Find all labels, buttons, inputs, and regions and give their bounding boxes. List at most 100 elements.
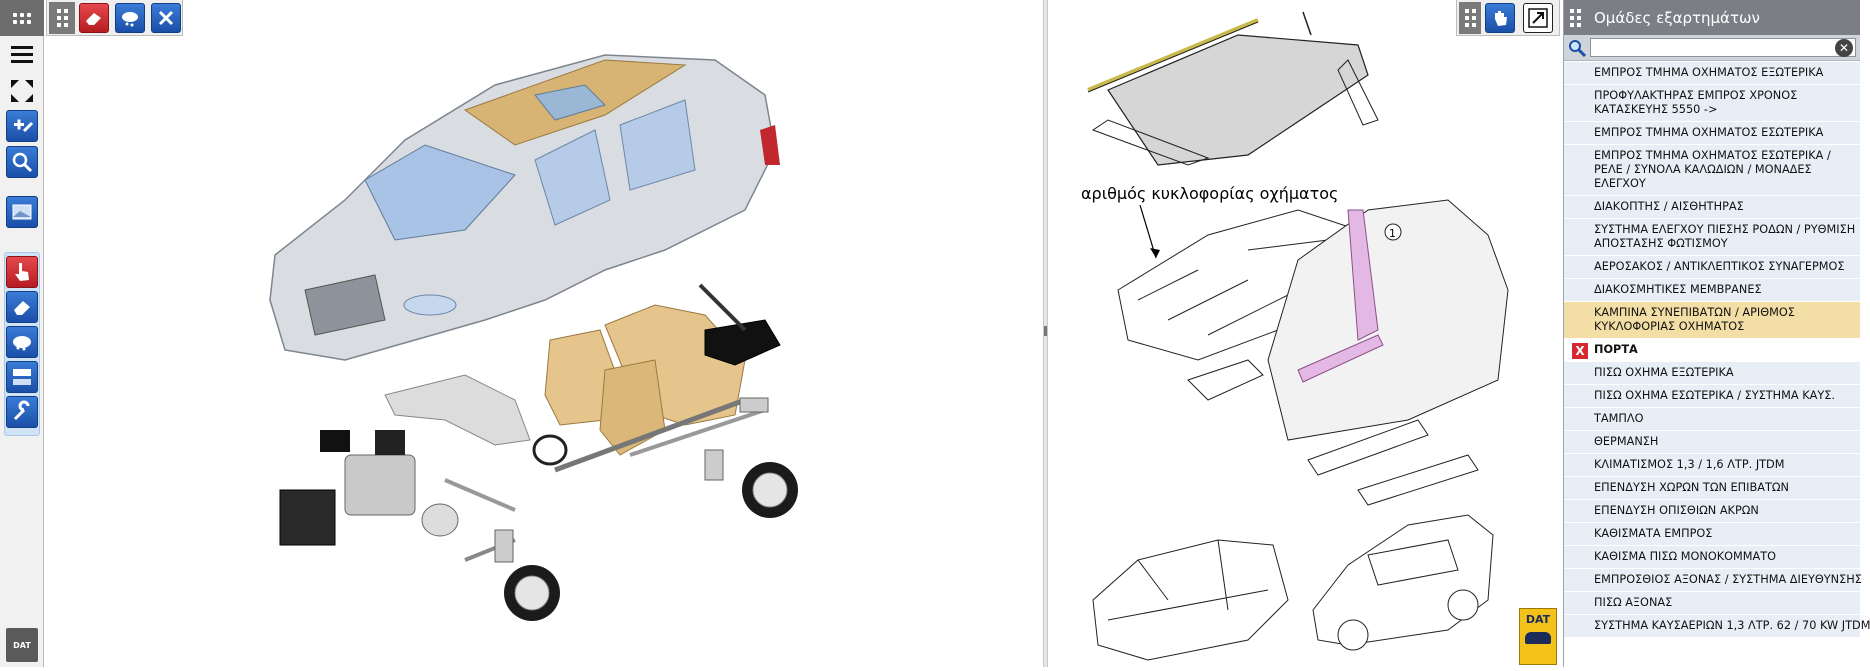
- list-item-label: ΣΥΣΤΗΜΑ ΚΑΥΣΑΕΡΙΩΝ 1,3 ΛΤΡ. 62 / 70 KW J…: [1594, 619, 1870, 632]
- expand-icon: [1528, 8, 1548, 28]
- magnifier-button[interactable]: [6, 146, 38, 178]
- list-item-label: ΚΛΙΜΑΤΙΣΜΟΣ 1,3 / 1,6 ΛΤΡ. JTDM: [1594, 458, 1785, 471]
- list-item[interactable]: ΕΜΠΡΟΣΘΙΟΣ ΑΞΟΝΑΣ / ΣΥΣΤΗΜΑ ΔΙΕΥΘΥΝΣΗΣ: [1564, 569, 1862, 591]
- side-body-drawing: 1: [1267, 199, 1509, 506]
- vehicle-overview-pane[interactable]: [45, 0, 1045, 667]
- cloud-icon: [13, 336, 31, 351]
- close-icon: [158, 10, 174, 26]
- parts-diagram-pane[interactable]: αριθμός κυκλοφορίας οχήματος 1: [1048, 0, 1562, 667]
- list-item[interactable]: ΕΜΠΡΟΣ ΤΜΗΜΑ ΟΧΗΜΑΤΟΣ ΕΞΩΤΕΡΙΚΑ: [1564, 62, 1860, 84]
- left-toolbar: DAT: [0, 0, 44, 667]
- parts-groups-panel: Ομάδες εξαρτημάτων ✕ ΕΜΠΡΟΣ ΤΜΗΜΑ ΟΧΗΜΑΤ…: [1563, 0, 1870, 667]
- list-item-label: ΠΙΣΩ ΟΧΗΜΑ ΕΣΩΤΕΡΙΚΑ / ΣΥΣΤΗΜΑ ΚΑΥΣ.: [1594, 389, 1835, 402]
- list-item[interactable]: ΠΙΣΩ ΑΞΟΝΑΣ: [1564, 592, 1860, 614]
- cloud-icon: [122, 12, 138, 27]
- list-item-label: ΚΑΘΙΣΜΑΤΑ ΕΜΠΡΟΣ: [1594, 527, 1713, 540]
- complete-car-drawing: [1312, 514, 1494, 651]
- search-row: ✕: [1564, 35, 1860, 61]
- list-item[interactable]: ΚΛΙΜΑΤΙΣΜΟΣ 1,3 / 1,6 ΛΤΡ. JTDM: [1564, 454, 1860, 476]
- list-item-label: ΕΠΕΝΔΥΣΗ ΟΠΙΣΘΙΩΝ ΑΚΡΩΝ: [1594, 504, 1759, 517]
- panel-header: Ομάδες εξαρτημάτων: [1564, 0, 1860, 35]
- menu-button[interactable]: [6, 38, 38, 70]
- list-item-label: ΔΙΑΚΟΠΤΗΣ / ΑΙΣΘΗΤΗΡΑΣ: [1594, 200, 1744, 213]
- clear-search-icon[interactable]: ✕: [1835, 39, 1853, 57]
- picture-icon: [12, 204, 32, 220]
- car-icon: [1525, 632, 1551, 644]
- list-item-label: ΠΟΡΤΑ: [1594, 343, 1638, 356]
- pan-hand-button[interactable]: [1485, 3, 1515, 33]
- list-item[interactable]: ΘΕΡΜΑΝΣΗ: [1564, 431, 1860, 453]
- list-item-label: ΕΜΠΡΟΣ ΤΜΗΜΑ ΟΧΗΜΑΤΟΣ ΕΞΩΤΕΡΙΚΑ: [1594, 66, 1824, 79]
- close-view-button[interactable]: [151, 3, 181, 33]
- callout-number: 1: [1389, 227, 1396, 240]
- dashboard-illustration: [384, 374, 531, 446]
- list-item[interactable]: ΤΑΜΠΛΟ: [1564, 408, 1860, 430]
- list-item-label: ΚΑΘΙΣΜΑ ΠΙΣΩ ΜΟΝΟΚΟΜΜΑΤΟ: [1594, 550, 1777, 563]
- list-item-label: ΚΑΜΠΙΝΑ ΣΥΝΕΠΙΒΑΤΩΝ / ΑΡΙΘΜΟΣ ΚΥΚΛΟΦΟΡΙΑ…: [1594, 306, 1795, 333]
- list-item[interactable]: ΠΙΣΩ ΟΧΗΜΑ ΕΣΩΤΕΡΙΚΑ / ΣΥΣΤΗΜΑ ΚΑΥΣ.: [1564, 385, 1860, 407]
- panel-grip-handle[interactable]: [1564, 0, 1586, 35]
- seats-illustration: [544, 304, 746, 456]
- list-item[interactable]: ΕΜΠΡΟΣ ΤΜΗΜΑ ΟΧΗΜΑΤΟΣ ΕΣΩΤΕΡΙΚΑ: [1564, 122, 1860, 144]
- menu-icon: [11, 46, 33, 63]
- list-item[interactable]: ΣΥΣΤΗΜΑ ΚΑΥΣΑΕΡΙΩΝ 1,3 ΛΤΡ. 62 / 70 KW J…: [1564, 615, 1870, 637]
- pane-splitter[interactable]: [1043, 0, 1048, 667]
- body-parts-diagram[interactable]: αριθμός κυκλοφορίας οχήματος 1: [1048, 0, 1562, 667]
- zoom-in-icon: [14, 119, 34, 133]
- fit-to-screen-icon: [11, 80, 33, 102]
- select-hand-button[interactable]: [6, 256, 38, 288]
- numbered-parts-button[interactable]: [6, 361, 38, 393]
- search-icon: [1569, 39, 1587, 57]
- magnifier-icon: [12, 152, 33, 173]
- exploded-vehicle-illustration[interactable]: [45, 0, 1045, 667]
- list-item[interactable]: ΚΑΘΙΣΜΑΤΑ ΕΜΠΡΟΣ: [1564, 523, 1860, 545]
- list-item-label: ΤΑΜΠΛΟ: [1594, 412, 1644, 425]
- list-item-label: ΕΜΠΡΟΣΘΙΟΣ ΑΞΟΝΑΣ / ΣΥΣΤΗΜΑ ΔΙΕΥΘΥΝΣΗΣ: [1594, 573, 1862, 586]
- numbered-parts-icon: [13, 369, 31, 385]
- engine-illustration: [279, 430, 459, 546]
- list-item[interactable]: ΠΡΟΦΥΛΑΚΤΗΡΑΣ ΕΜΠΡΟΣ ΧΡΟΝΟΣ ΚΑΤΑΣΚΕΥΗΣ 5…: [1564, 85, 1860, 121]
- diagram-toolbar-grip[interactable]: [1459, 2, 1481, 34]
- list-item[interactable]: ΕΠΕΝΔΥΣΗ ΟΠΙΣΘΙΩΝ ΑΚΡΩΝ: [1564, 500, 1860, 522]
- list-item-label: ΠΙΣΩ ΑΞΟΝΑΣ: [1594, 596, 1673, 609]
- floating-toolbar-grip[interactable]: [49, 2, 75, 34]
- list-item-label: ΕΠΕΝΔΥΣΗ ΧΩΡΩΝ ΤΩΝ ΕΠΙΒΑΤΩΝ: [1594, 481, 1789, 494]
- diagram-toolbar: [1456, 0, 1560, 36]
- list-item[interactable]: ΔΙΑΚΟΣΜΗΤΙΚΕΣ ΜΕΜΒΡΑΝΕΣ: [1564, 279, 1860, 301]
- list-item-label: ΠΙΣΩ ΟΧΗΜΑ ΕΞΩΤΕΡΙΚΑ: [1594, 366, 1734, 379]
- cloud-button[interactable]: [6, 326, 38, 358]
- toolbar-grip-handle[interactable]: [0, 0, 44, 36]
- list-item[interactable]: ΚΑΘΙΣΜΑ ΠΙΣΩ ΜΟΝΟΚΟΜΜΑΤΟ: [1564, 546, 1860, 568]
- list-item[interactable]: ΕΜΠΡΟΣ ΤΜΗΜΑ ΟΧΗΜΑΤΟΣ ΕΣΩΤΕΡΙΚΑ / ΡΕΛΕ /…: [1564, 145, 1860, 195]
- list-item[interactable]: ΚΑΜΠΙΝΑ ΣΥΝΕΠΙΒΑΤΩΝ / ΑΡΙΘΜΟΣ ΚΥΚΛΟΦΟΡΙΑ…: [1564, 302, 1860, 338]
- eraser-button[interactable]: [6, 291, 38, 323]
- list-item[interactable]: ΑΕΡΟΣΑΚΟΣ / ΑΝΤΙΚΛΕΠΤΙΚΟΣ ΣΥΝΑΓΕΡΜΟΣ: [1564, 256, 1860, 278]
- fuel-tank-illustration: [704, 319, 781, 366]
- list-item-label: ΠΡΟΦΥΛΑΚΤΗΡΑΣ ΕΜΠΡΟΣ ΧΡΟΝΟΣ ΚΑΤΑΣΚΕΥΗΣ 5…: [1594, 89, 1798, 116]
- remove-x-icon[interactable]: X: [1572, 343, 1588, 359]
- expand-view-button[interactable]: [1523, 3, 1553, 33]
- list-item-label: ΣΥΣΤΗΜΑ ΕΛΕΓΧΟΥ ΠΙΕΣΗΣ ΡΟΔΩΝ / ΡΥΘΜΙΣΗ Α…: [1594, 223, 1856, 250]
- list-item-label: ΔΙΑΚΟΣΜΗΤΙΚΕΣ ΜΕΜΒΡΑΝΕΣ: [1594, 283, 1762, 296]
- list-item[interactable]: ΠΙΣΩ ΟΧΗΜΑ ΕΞΩΤΕΡΙΚΑ: [1564, 362, 1860, 384]
- list-item-label: ΑΕΡΟΣΑΚΟΣ / ΑΝΤΙΚΛΕΠΤΙΚΟΣ ΣΥΝΑΓΕΡΜΟΣ: [1594, 260, 1845, 273]
- plate-label: αριθμός κυκλοφορίας οχήματος: [1081, 184, 1338, 203]
- list-item[interactable]: ΕΠΕΝΔΥΣΗ ΧΩΡΩΝ ΤΩΝ ΕΠΙΒΑΤΩΝ: [1564, 477, 1860, 499]
- rear-axle-illustration: [554, 397, 798, 518]
- steering-illustration: [444, 397, 769, 512]
- list-item[interactable]: X ΠΟΡΤΑ: [1564, 339, 1860, 361]
- list-item[interactable]: ΔΙΑΚΟΠΤΗΣ / ΑΙΣΘΗΤΗΡΑΣ: [1564, 196, 1860, 218]
- fit-to-screen-button[interactable]: [6, 75, 38, 107]
- list-item[interactable]: ΣΥΣΤΗΜΑ ΕΛΕΓΧΟΥ ΠΙΕΣΗΣ ΡΟΔΩΝ / ΡΥΘΜΙΣΗ Α…: [1564, 219, 1860, 255]
- zoom-in-button[interactable]: [6, 110, 38, 142]
- cloud-mark-button[interactable]: [115, 3, 145, 33]
- erase-annotations-button[interactable]: [79, 3, 109, 33]
- repair-tools-button[interactable]: [6, 396, 38, 428]
- list-item-label: ΕΜΠΡΟΣ ΤΜΗΜΑ ΟΧΗΜΑΤΟΣ ΕΣΩΤΕΡΙΚΑ / ΡΕΛΕ /…: [1594, 149, 1831, 190]
- body-shell-drawing: [1092, 539, 1289, 661]
- picture-view-button[interactable]: [6, 196, 38, 228]
- parts-group-list: ΕΜΠΡΟΣ ΤΜΗΜΑ ΟΧΗΜΑΤΟΣ ΕΞΩΤΕΡΙΚΑ ΠΡΟΦΥΛΑΚΤ…: [1564, 62, 1870, 638]
- eraser-icon: [86, 13, 101, 25]
- search-input[interactable]: [1590, 38, 1856, 57]
